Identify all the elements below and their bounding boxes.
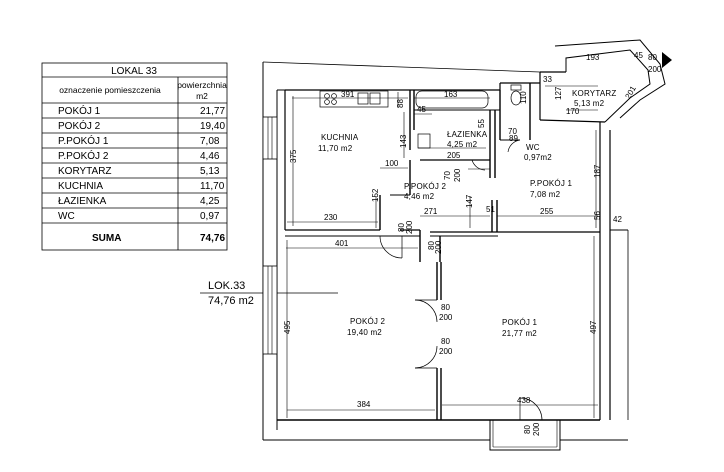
room-lazienka-area: 4,25 m2 [447,140,478,149]
dim-label: 495 [283,320,292,334]
walls [262,39,666,451]
dim-label: 187 [593,164,602,178]
table-sum-label: SUMA [92,233,121,244]
room-kuchnia-area: 11,70 m2 [318,144,353,153]
dim-label: 384 [357,400,371,409]
dim-label: 42 [613,215,622,224]
north-arrow-icon [662,52,672,68]
dim-label: 51 [486,205,495,214]
dim-label: 33 [543,75,552,84]
dim-label: 271 [424,207,438,216]
dim-label: 70 [508,127,517,136]
dim-label: 438 [517,396,531,405]
dim-label: 143 [399,134,408,148]
table-row-name: P.POKÓJ 2 [58,149,109,162]
room-pokoj2-area: 19,40 m2 [347,328,382,337]
dim-label: 110 [519,91,528,104]
room-lazienka-name: ŁAZIENKA [447,130,488,139]
dim-label: 200 [405,220,414,234]
dim-label: 45 [634,51,643,60]
dim-label: 200 [532,422,541,436]
dim-label: 80 [441,337,450,346]
room-wc-name: WC [526,143,540,152]
room-wc-area: 0,97m2 [524,153,552,162]
dim-label: 45 [417,105,426,114]
dim-label: 200 [439,347,453,356]
table-row-name: KORYTARZ [58,166,112,177]
table-row-area: 5,13 [200,166,220,177]
dim-label: 200 [434,240,443,254]
room-ppokoj1-area: 7,08 m2 [530,190,561,199]
dim-label: 391 [341,90,355,99]
table-title: LOKAL 33 [111,66,157,77]
dim-label: 100 [385,159,399,168]
dim-label: 401 [335,239,349,248]
table-row-name: P.POKÓJ 1 [58,134,109,147]
table-row-area: 11,70 [200,181,225,192]
dimension-lines [286,85,598,418]
dim-label: 201 [623,84,638,101]
unit-tag-area: 74,76 m2 [208,295,254,307]
dim-label: 80 [397,223,406,232]
room-ppokoj1-name: P.POKÓJ 1 [530,179,572,188]
table-row-area: 4,25 [200,196,220,207]
table-row-area: 4,46 [200,151,220,162]
dim-label: 127 [554,86,563,100]
table-header-unit: m2 [196,91,208,101]
dim-label: 170 [566,107,580,116]
table-row-name: WC [58,211,75,222]
door-swings [379,139,543,421]
dim-label: 80 [648,53,657,62]
dimension-labels: 391 163 88 45 143 100 205 375 152 230 70… [283,51,662,436]
dim-label: 147 [465,194,474,208]
dim-label: 200 [439,313,453,322]
table-row-area: 7,08 [200,136,220,147]
table-row-name: POKÓJ 1 [58,104,101,117]
room-labels: KUCHNIA 11,70 m2 ŁAZIENKA 4,25 m2 WC 0,9… [318,89,616,338]
dim-label: 152 [371,188,380,202]
dim-label: 163 [444,90,458,99]
dim-label: 497 [589,320,598,334]
room-korytarz-area: 5,13 m2 [574,99,605,108]
table-row-area: 0,97 [200,211,220,222]
table-sum-value: 74,76 [200,233,225,244]
unit-tag-name: LOK.33 [208,280,245,292]
table-row-area: 21,77 [200,106,225,117]
dim-label: 80 [441,303,450,312]
dim-label: 255 [540,207,554,216]
dim-label: 70 [443,171,452,180]
table-header-name: oznaczenie pomieszczenia [59,85,161,95]
table-row-name: KUCHNIA [58,181,103,192]
room-pokoj2-name: POKÓJ 2 [350,317,386,326]
dim-label: 88 [396,99,405,108]
dim-label: 80 [523,425,532,434]
dim-label: 375 [289,149,298,163]
room-korytarz-name: KORYTARZ [572,89,616,98]
table-row-area: 19,40 [200,121,225,132]
dim-label: 193 [586,53,600,62]
dim-label: 200 [648,65,662,74]
dim-label: 56 [593,211,602,220]
room-table [41,62,228,251]
dim-label: 80 [427,241,436,250]
room-pokoj1-area: 21,77 m2 [502,329,537,338]
dim-label: 205 [447,151,461,160]
room-ppokoj2-name: P.POKÓJ 2 [404,182,446,191]
table-rows: POKÓJ 1 21,77 POKÓJ 2 19,40 P.POKÓJ 1 7,… [58,104,225,222]
dim-label: 230 [324,213,338,222]
dim-label: 200 [453,168,462,182]
room-ppokoj2-area: 4,46 m2 [404,192,435,201]
room-kuchnia-name: KUCHNIA [321,133,359,142]
fixtures [319,84,522,149]
table-header-area: powierzchnia [177,80,227,90]
table-row-name: ŁAZIENKA [58,196,107,207]
dim-label: 89 [509,134,518,143]
table-row-name: POKÓJ 2 [58,119,101,132]
dim-label: 55 [477,119,486,128]
room-pokoj1-name: POKÓJ 1 [502,318,538,327]
